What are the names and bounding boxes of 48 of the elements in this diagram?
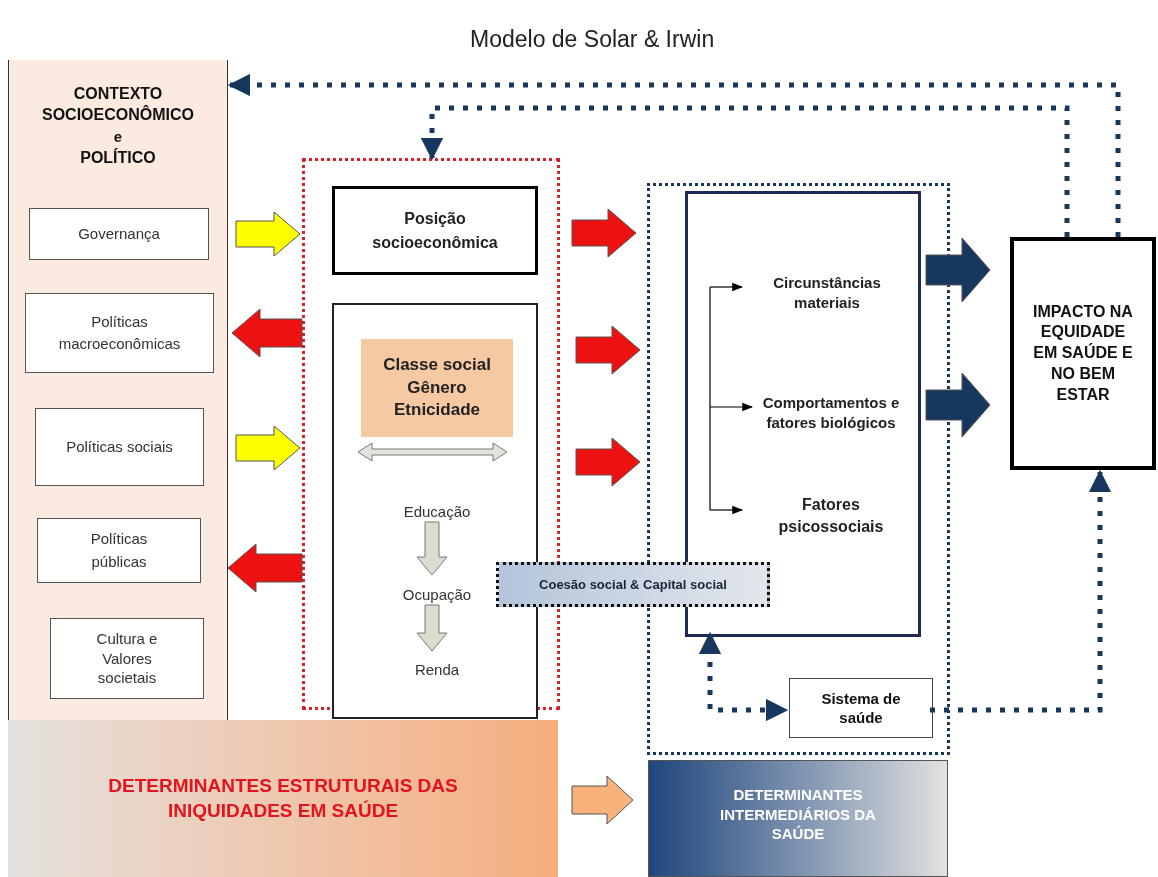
block-arrow: [235, 211, 301, 257]
bracket-line: [709, 286, 711, 511]
panel-heading: CONTEXTO SOCIOECONÔMICO: [41, 84, 195, 125]
arrow: [709, 402, 754, 412]
text-box: Posição socioeconômica: [332, 186, 538, 275]
block-arrow: [231, 308, 303, 358]
factor-text: Gênero: [407, 376, 467, 399]
node-text: Circunstâncias materiais: [748, 270, 906, 316]
block-arrow: [235, 425, 301, 471]
node-text: Renda: [377, 657, 497, 683]
text-box: Políticas sociais: [35, 408, 204, 486]
node-text: Fatores psicossociais: [748, 493, 914, 539]
arrow: [709, 282, 744, 292]
factor-text: Etnicidade: [394, 399, 480, 422]
text-box: Políticas públicas: [37, 518, 201, 583]
text-box: Sistema de saúde: [789, 678, 933, 738]
dotted-arrow: [698, 631, 789, 722]
block-arrow: [227, 543, 303, 593]
panel-heading: e: [113, 126, 123, 147]
factor-box: [332, 303, 538, 719]
block-arrow: [925, 237, 991, 303]
block-arrow: [925, 372, 991, 438]
arrow: [709, 505, 744, 515]
diagram-title: Modelo de Solar & Irwin: [470, 25, 715, 54]
dotted-arrow: [930, 469, 1112, 713]
dotted-arrow: [420, 105, 1070, 237]
node-text: Comportamentos e fatores biológicos: [758, 379, 904, 447]
block-arrow: [416, 604, 448, 652]
gradient-band: DETERMINANTES ESTRUTURAIS DAS INIQUIDADES EM SAÚDE: [8, 720, 558, 877]
text-box: Políticas macroeconômicas: [25, 293, 214, 373]
block-arrow: [575, 325, 641, 375]
block-arrow: [571, 208, 637, 258]
node-text: Ocupação: [377, 582, 497, 608]
factor-text: Classe social: [383, 353, 491, 376]
block-arrow: [575, 437, 641, 487]
text-box: IMPACTO NA EQUIDADE EM SAÚDE E NO BEM ESTAR: [1010, 237, 1156, 470]
node-text: Educação: [377, 499, 497, 525]
dotted-label-box: Coesão social & Capital social: [496, 562, 770, 607]
text-box: Governança: [29, 208, 209, 260]
outlined-box: [685, 191, 921, 637]
block-arrow: [416, 521, 448, 576]
dotted-arrow: [227, 73, 1121, 237]
panel-heading: POLÍTICO: [80, 148, 156, 169]
block-arrow: [571, 775, 634, 825]
gradient-box: DETERMINANTES INTERMEDIÁRIOS DA SAÚDE: [648, 760, 948, 877]
highlight-box: [361, 339, 513, 437]
context-panel: [8, 60, 228, 720]
text-box: Cultura e Valores societais: [50, 618, 204, 699]
